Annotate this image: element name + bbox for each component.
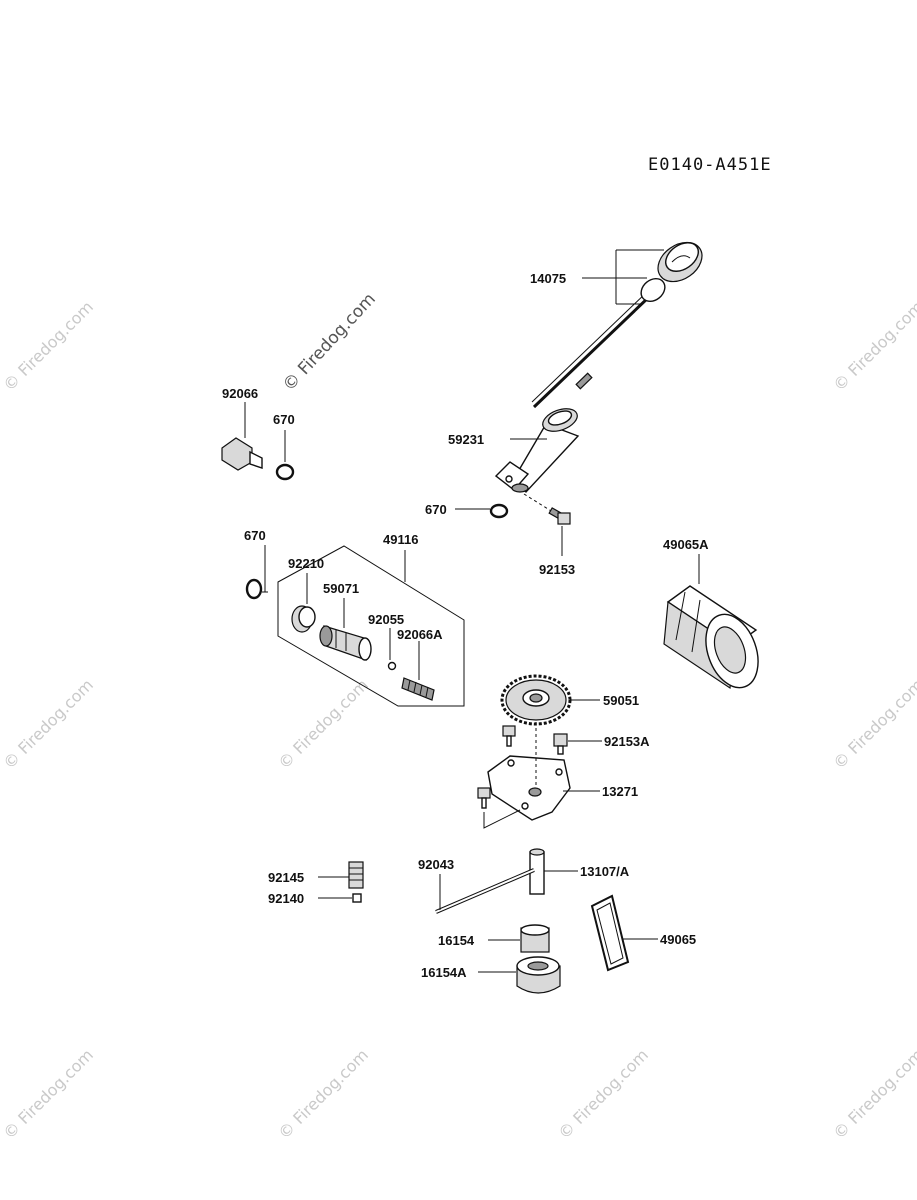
watermark: © Firedog.com — [554, 1045, 652, 1143]
spring-92066A — [401, 677, 435, 701]
label-13271: 13271 — [602, 784, 638, 799]
label-92066A: 92066A — [397, 627, 443, 642]
rotor-16154 — [520, 924, 550, 953]
watermark: © Firedog.com — [274, 1045, 372, 1143]
watermark: © Firedog.com — [0, 297, 97, 395]
label-92043: 92043 — [418, 857, 454, 872]
gear-59051 — [500, 674, 572, 726]
label-670-c: 670 — [244, 528, 266, 543]
gasket-49065 — [590, 894, 630, 972]
drain-plug-92066 — [221, 437, 263, 471]
bolt-leader — [483, 809, 521, 829]
label-13107A: 13107/A — [580, 864, 630, 879]
watermark: © Firedog.com — [274, 675, 372, 773]
label-92066: 92066 — [222, 386, 258, 401]
label-59071: 59071 — [323, 581, 359, 596]
label-92140: 92140 — [268, 891, 304, 906]
label-49065: 49065 — [660, 932, 696, 947]
oil-filter-49065A — [663, 585, 759, 690]
o-ring-670 — [245, 578, 263, 600]
ball-92055 — [387, 661, 397, 671]
o-ring-670 — [275, 463, 295, 481]
label-92153A: 92153A — [604, 734, 650, 749]
label-92055: 92055 — [368, 612, 404, 627]
diagram-code: E0140-A451E — [648, 155, 772, 175]
bolt-92153A — [477, 725, 568, 809]
label-92153: 92153 — [539, 562, 575, 577]
o-ring-670 — [489, 503, 509, 519]
watermark: © Firedog.com — [829, 675, 917, 773]
label-14075: 14075 — [530, 271, 566, 286]
background-watermarks: © Firedog.com © Firedog.com © Firedog.co… — [0, 297, 917, 1143]
label-670-a: 670 — [273, 412, 295, 427]
watermark: © Firedog.com — [829, 1045, 917, 1143]
bolt-92153 — [523, 493, 571, 525]
cover-plate-13271 — [487, 722, 571, 821]
valve-body-59071 — [319, 625, 372, 661]
label-59051: 59051 — [603, 693, 639, 708]
dipstick-14075 — [531, 241, 703, 409]
watermark: © Firedog.com — [0, 675, 97, 773]
filler-tube-59231 — [494, 408, 580, 493]
pin-92043 — [435, 868, 535, 914]
watermark-dark: © Firedog.com — [279, 289, 380, 395]
watermark: © Firedog.com — [829, 297, 917, 395]
label-49065A: 49065A — [663, 537, 709, 552]
spring-92145 — [348, 861, 364, 889]
label-92210: 92210 — [288, 556, 324, 571]
plug-92210 — [291, 605, 316, 633]
label-16154A: 16154A — [421, 965, 467, 980]
label-92145: 92145 — [268, 870, 304, 885]
watermark: © Firedog.com — [0, 1045, 97, 1143]
label-16154: 16154 — [438, 933, 475, 948]
ball-92140 — [352, 893, 362, 903]
label-49116: 49116 — [383, 532, 418, 547]
label-59231: 59231 — [448, 432, 484, 447]
kit-outline-49116 — [277, 545, 465, 707]
label-670-b: 670 — [425, 502, 447, 517]
rotor-16154A — [516, 956, 561, 994]
